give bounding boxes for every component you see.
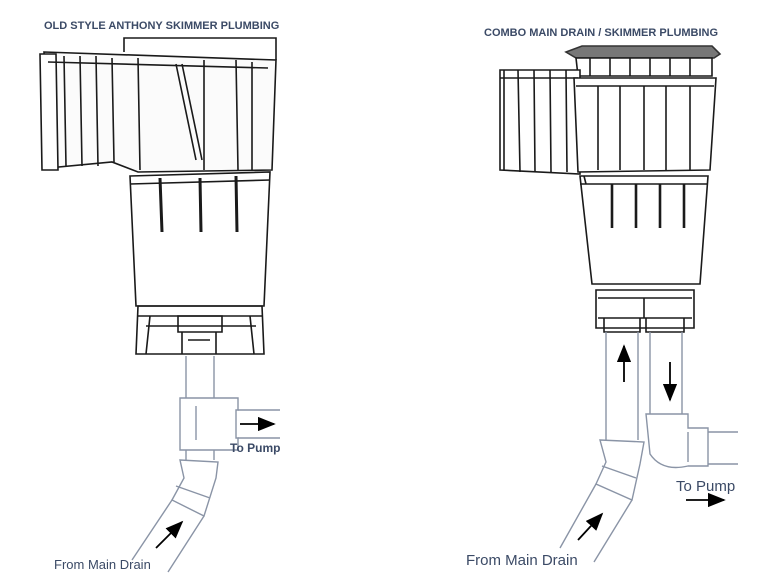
right-plumbing <box>559 332 738 563</box>
right-from-drain-label: From Main Drain <box>466 552 578 569</box>
right-title: COMBO MAIN DRAIN / SKIMMER PLUMBING <box>484 27 719 39</box>
left-from-drain-label: From Main Drain <box>54 557 151 572</box>
right-from-drain-arrow <box>577 512 604 541</box>
right-to-pump-label: To Pump <box>676 478 736 495</box>
left-skimmer <box>39 37 277 355</box>
left-plumbing <box>131 356 280 573</box>
left-from-drain-arrow <box>155 520 184 549</box>
left-to-pump-label: To Pump <box>230 441 281 455</box>
right-skimmer <box>499 45 722 333</box>
left-title: OLD STYLE ANTHONY SKIMMER PLUMBING <box>44 20 280 32</box>
